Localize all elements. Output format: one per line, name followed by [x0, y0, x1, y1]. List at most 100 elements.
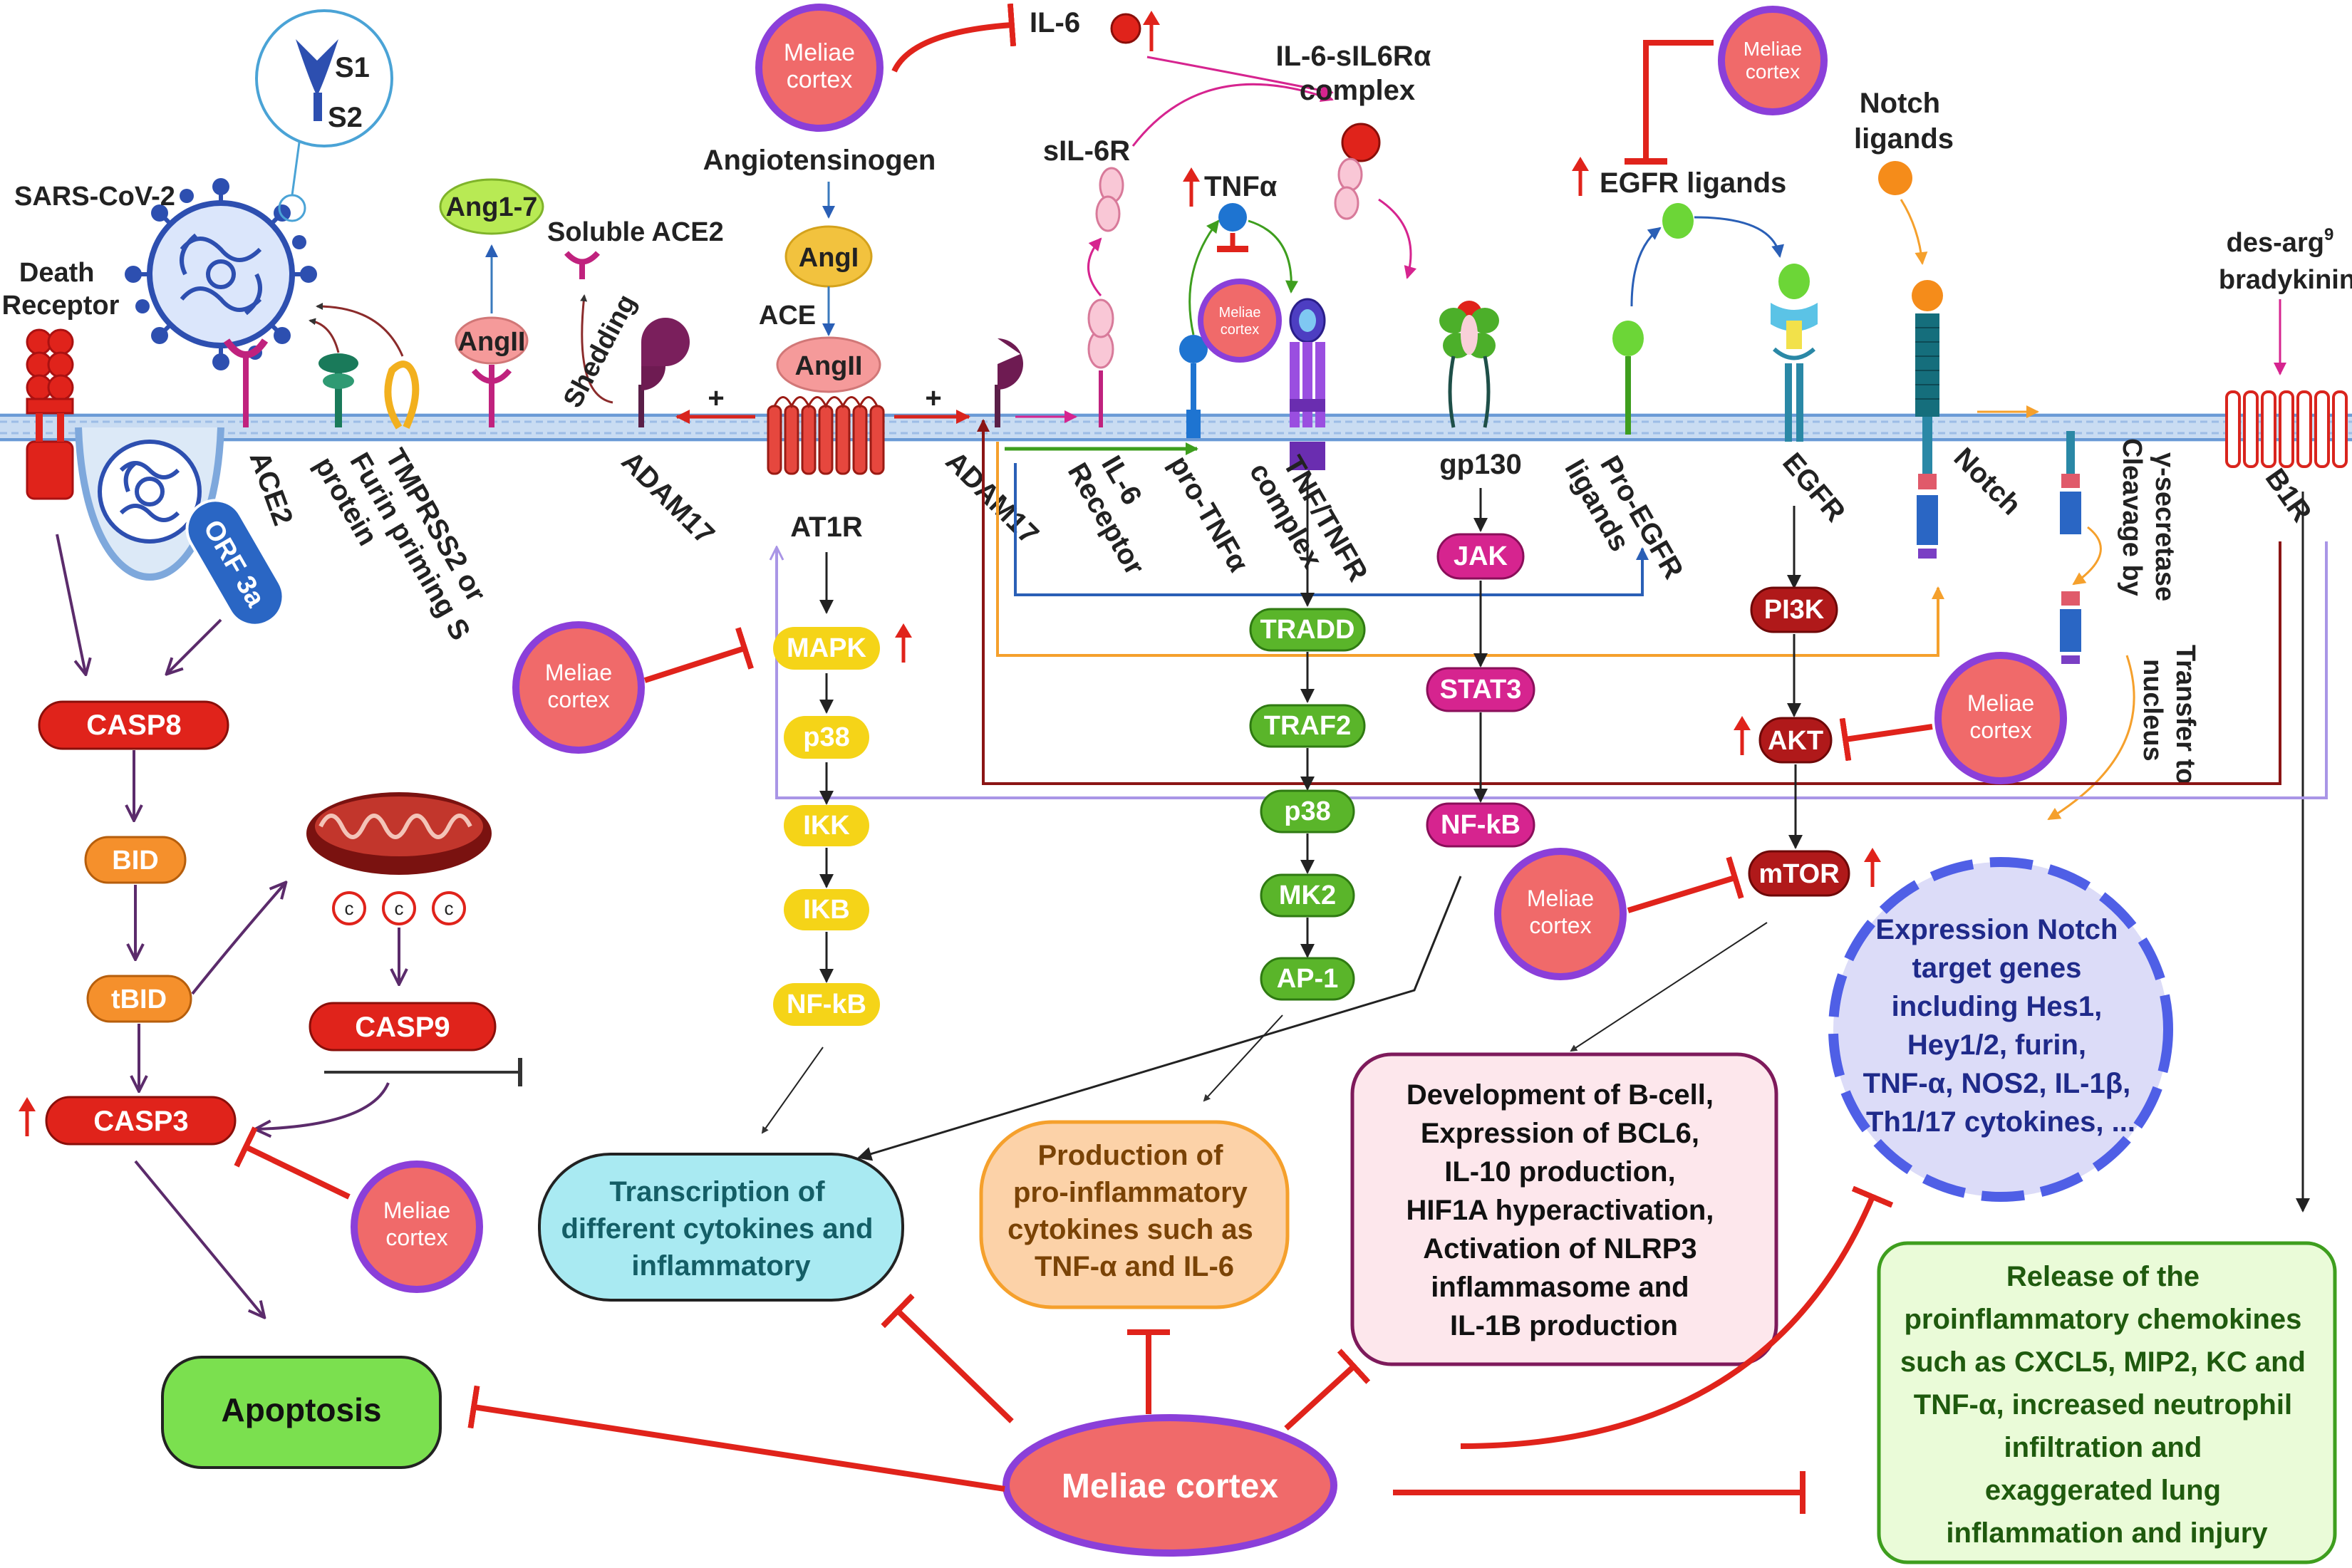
svg-text:Meliae cortex: Meliae cortex — [1062, 1468, 1278, 1505]
svg-text:AKT: AKT — [1768, 726, 1823, 756]
at1r-label: AT1R — [790, 512, 863, 543]
release-box: Release of the proinflammatory chemokine… — [1877, 1241, 2337, 1564]
ap1-node: AP-1 — [1260, 957, 1355, 1001]
casp3-to-apoptosis-arrow — [134, 1160, 264, 1317]
cleaved-notch-icon — [2060, 431, 2081, 664]
egfr-label: EGFR — [1776, 447, 1851, 528]
sars-cov-2-label: SARS-CoV-2 — [14, 182, 175, 212]
sil6r-label: sIL-6R — [1043, 135, 1130, 167]
stat3-node: STAT3 — [1426, 667, 1535, 712]
svg-text:c: c — [345, 898, 354, 919]
il6r-shedding-arrow — [1087, 237, 1102, 296]
tnf-complex-label: TNF/TNFR complex — [1243, 442, 1378, 611]
pro-tnfa-label: pro-TNFα — [1163, 451, 1254, 578]
svg-text:p38: p38 — [803, 722, 849, 752]
meliae-egfr-inhibit-bar — [1625, 158, 1667, 165]
sil6r-icon — [1095, 167, 1124, 232]
mitochondrion-icon — [306, 792, 492, 875]
svg-text:IKK: IKK — [803, 811, 850, 841]
adam17-to-notch-line — [996, 442, 1944, 657]
gp130-icon — [1439, 301, 1499, 428]
tmprss2-to-virus-arrow — [316, 303, 404, 357]
nfkb-to-transcription-arrow — [761, 1047, 824, 1134]
pro-egfr-label: Pro-EGFR ligands — [1558, 438, 1693, 607]
tnfa-inhibit-bar — [1217, 246, 1248, 252]
svg-text:TRADD: TRADD — [1260, 615, 1355, 645]
ace-label: ACE — [759, 301, 816, 331]
svg-text:tBID: tBID — [111, 985, 167, 1014]
cell-membrane — [0, 413, 2352, 442]
notch-ligands-label: Notch ligands — [1854, 88, 1954, 155]
ace2-label: ACE2 — [244, 447, 299, 529]
svg-text:Release of the proinflam: Release of the proinflammatory chemokine… — [1900, 1261, 2314, 1549]
jak-node: JAK — [1436, 533, 1525, 580]
tnfa-up-arrow-icon — [1183, 167, 1200, 207]
il6-receptor-label: IL-6 Receptor — [1062, 442, 1179, 581]
development-box: Development of B-cell, Expression of BCL… — [1350, 1052, 1778, 1366]
plus-right: + — [925, 383, 941, 414]
sars-cov-2-virus-icon — [125, 9, 393, 370]
b1r-to-at1r-line — [777, 541, 2328, 799]
tbid-node: tBID — [86, 975, 192, 1023]
mtor-node: mTOR — [1748, 850, 1850, 897]
adam17-to-pro-egfr-line — [1014, 463, 1649, 596]
svg-text:PI3K: PI3K — [1764, 595, 1825, 625]
il6-up-arrow-icon — [1143, 11, 1160, 51]
adam17-right-icon — [995, 338, 1023, 427]
at1r-receptor-icon — [767, 396, 885, 475]
egfr-ligands-label: EGFR ligands — [1600, 167, 1786, 199]
notch-ligand-arrow — [1900, 199, 1928, 265]
pi3k-node: PI3K — [1750, 586, 1838, 633]
meliae-mapk-inhibit-line — [643, 627, 754, 683]
ace2-receptor-icon — [223, 338, 269, 427]
svg-text:Transcription of differe: Transcription of different cytokines and… — [561, 1176, 881, 1282]
orf3a-to-casp8-arrow — [167, 618, 222, 673]
production-box: Production of pro-inflammatory cytokines… — [979, 1120, 1290, 1309]
tmprss2-to-virus-arrow-2 — [309, 318, 340, 353]
egfr-icon — [1771, 264, 1818, 442]
meliae-akt-inhibit-line — [1839, 717, 1933, 762]
notch-cleavage-curve-arrow — [2072, 526, 2102, 586]
il6-molecule — [1110, 13, 1141, 44]
transfer-label: Transfer to nucleus — [2138, 645, 2200, 792]
meliae-il6-inhibit-line — [891, 3, 1017, 73]
plus-left: + — [708, 383, 724, 414]
proegfr-to-ligand-arrow — [1630, 227, 1662, 307]
tnfa-molecule — [1218, 203, 1247, 232]
angi-label: AngI — [799, 243, 859, 273]
transfer-to-nucleus-arrow — [2047, 655, 2135, 821]
angii-node — [776, 336, 881, 393]
p38-yellow-node: p38 — [784, 716, 869, 759]
pro-egfr-icon — [1612, 321, 1644, 435]
il6-receptor-icon — [1087, 298, 1114, 427]
meliae-cortex-central-node: Meliae cortex — [1003, 1414, 1337, 1557]
desarg-label: des-arg9 — [2227, 225, 2334, 258]
mk2-node: MK2 — [1260, 873, 1355, 918]
shedding-label: Shedding — [558, 290, 642, 413]
tmprss2-icon — [318, 353, 420, 430]
il6-complex-icon — [1334, 123, 1381, 220]
adam17-left-label: ADAM17 — [616, 445, 720, 550]
meliae-mtor-inhibit-line — [1627, 856, 1744, 913]
svg-text:Expression Notch target: Expression Notch target genes including … — [1863, 914, 2139, 1138]
central-inhibit-transcription — [881, 1293, 1014, 1423]
s1-label: S1 — [335, 52, 370, 83]
central-inhibit-apoptosis — [467, 1385, 1005, 1492]
svg-text:mTOR: mTOR — [1758, 859, 1839, 889]
cleavage-label: Cleavage by γ-secretase — [2117, 438, 2180, 603]
casp8-node: CASP8 — [38, 700, 229, 750]
akt-up-arrow-icon — [1734, 716, 1751, 755]
tnfa-to-tnfr-arrow — [1248, 219, 1298, 294]
ikb-node: IKB — [784, 889, 869, 930]
notch-ligand-molecule — [1878, 161, 1912, 195]
cytochrome-c-icon: c c c — [332, 891, 466, 925]
nfkb-magenta-node: NF-kB — [1426, 802, 1535, 848]
svg-text:MAPK: MAPK — [787, 633, 866, 663]
